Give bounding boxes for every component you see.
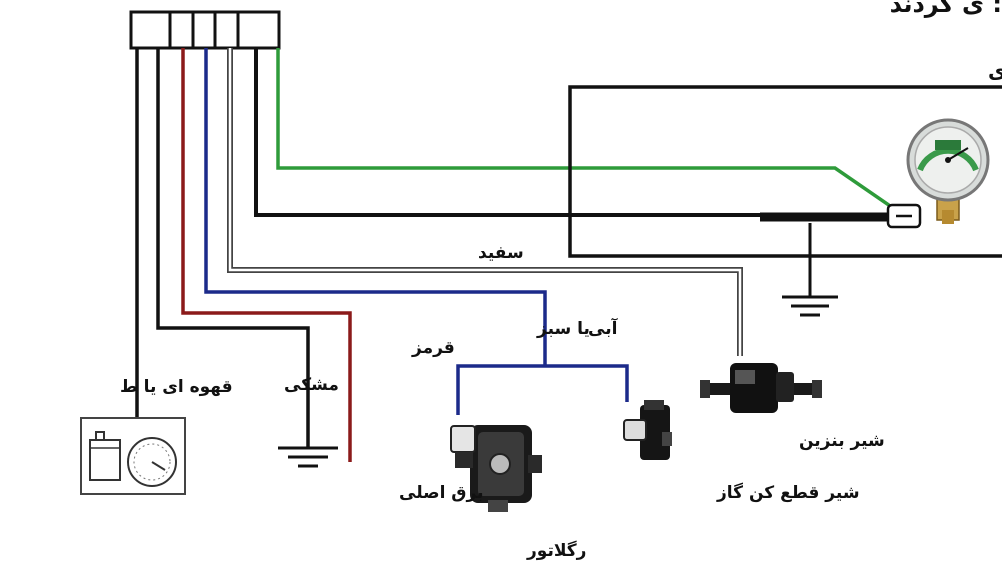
label-red: قرمز bbox=[411, 338, 455, 358]
ground-symbol-icon bbox=[278, 446, 338, 468]
blue-wire bbox=[204, 48, 547, 366]
ground-symbol-icon bbox=[782, 295, 838, 317]
sender-connector-icon bbox=[886, 203, 922, 229]
black-sender-wire bbox=[254, 48, 893, 217]
white-wire-outline bbox=[227, 48, 743, 356]
label-main-power: برق اصلی bbox=[399, 483, 483, 503]
method-title: روش اول : نحوه اتصال گیج عقربه ای bbox=[988, 59, 1002, 83]
switch-gauge-icon bbox=[80, 417, 186, 495]
label-gas-cut-valve: شیر قطع کن گاز bbox=[716, 482, 860, 503]
green-wire bbox=[276, 48, 894, 210]
label-black: مشکی bbox=[284, 375, 339, 395]
label-blue: آبی bbox=[588, 317, 619, 339]
label-or-green: یا سبز bbox=[536, 319, 590, 339]
gauge-frame bbox=[568, 85, 1002, 258]
label-white: سفید bbox=[478, 243, 524, 263]
pressure-gauge-icon bbox=[906, 118, 990, 224]
white-wire bbox=[228, 48, 742, 356]
label-brown: قهوه ای یا ط bbox=[120, 377, 233, 397]
regulator-icon bbox=[450, 425, 542, 512]
label-petrol-valve: شیر بنزین bbox=[799, 431, 885, 451]
gas-valve-icon bbox=[623, 400, 672, 460]
connector-block-icon bbox=[129, 10, 281, 50]
black-wire bbox=[156, 48, 310, 448]
blue-wire-branch bbox=[456, 364, 629, 415]
header-partial-text: ی کردند : bbox=[890, 0, 1002, 18]
solenoid-valve-icon bbox=[700, 363, 822, 413]
label-regulator: رگلاتور bbox=[526, 540, 586, 561]
red-wire bbox=[181, 48, 352, 462]
